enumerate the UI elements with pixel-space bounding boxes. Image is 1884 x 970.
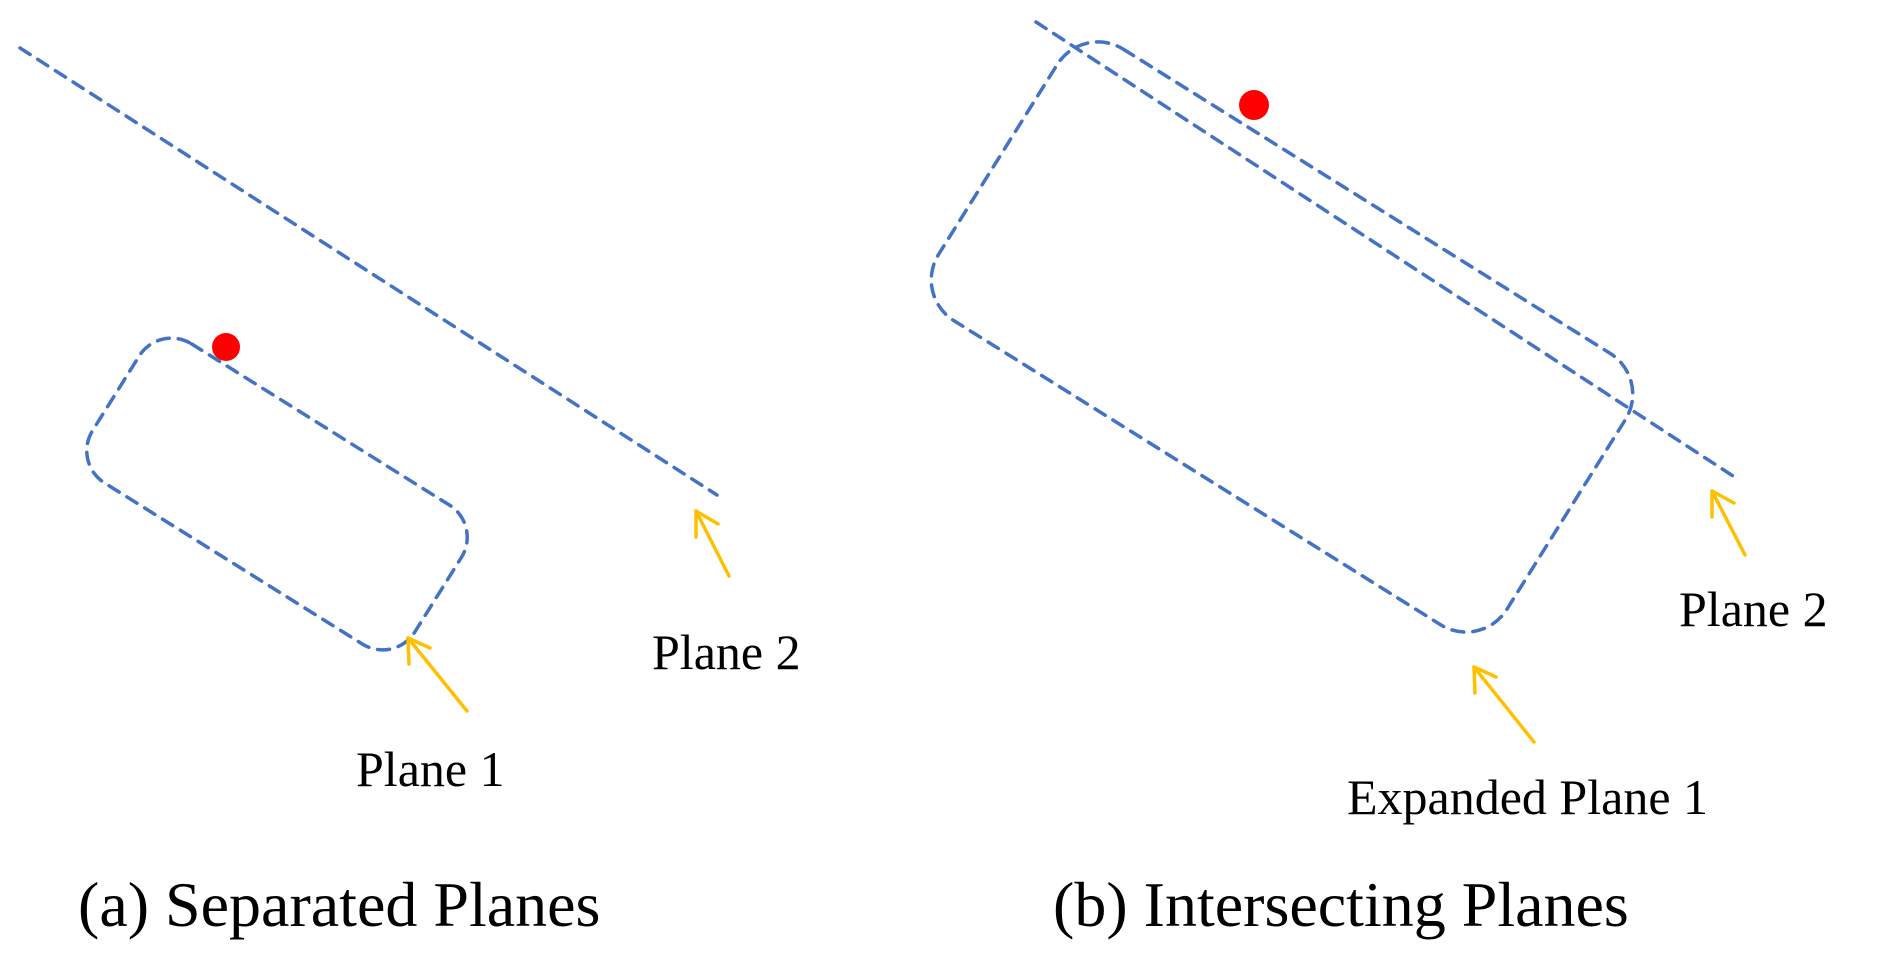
panel-b-plane1-arrow-icon <box>1472 665 1536 744</box>
panel-b-plane2-label: Plane 2 <box>1679 581 1828 637</box>
panel-a-red-point <box>212 333 240 361</box>
panel-b-plane2-arrow-icon <box>1710 489 1747 557</box>
panel-b-plane1-label: Expanded Plane 1 <box>1347 769 1709 825</box>
panel-a-plane1-outline <box>85 336 469 652</box>
panel-a-plane1-arrow-icon <box>406 636 469 713</box>
panel-b-expanded-plane1-outline <box>929 40 1635 634</box>
panel-b-red-point <box>1239 90 1269 120</box>
panel-b-caption: (b) Intersecting Planes <box>1053 869 1629 940</box>
panel-b-plane2-line <box>1034 20 1735 478</box>
panel-a-plane2-arrow-icon <box>694 509 731 578</box>
panel-a-plane2-line <box>18 46 719 497</box>
panel-a-caption: (a) Separated Planes <box>78 869 601 940</box>
panel-a-plane1-label: Plane 1 <box>356 741 505 797</box>
panel-a-plane2-label: Plane 2 <box>652 624 801 680</box>
